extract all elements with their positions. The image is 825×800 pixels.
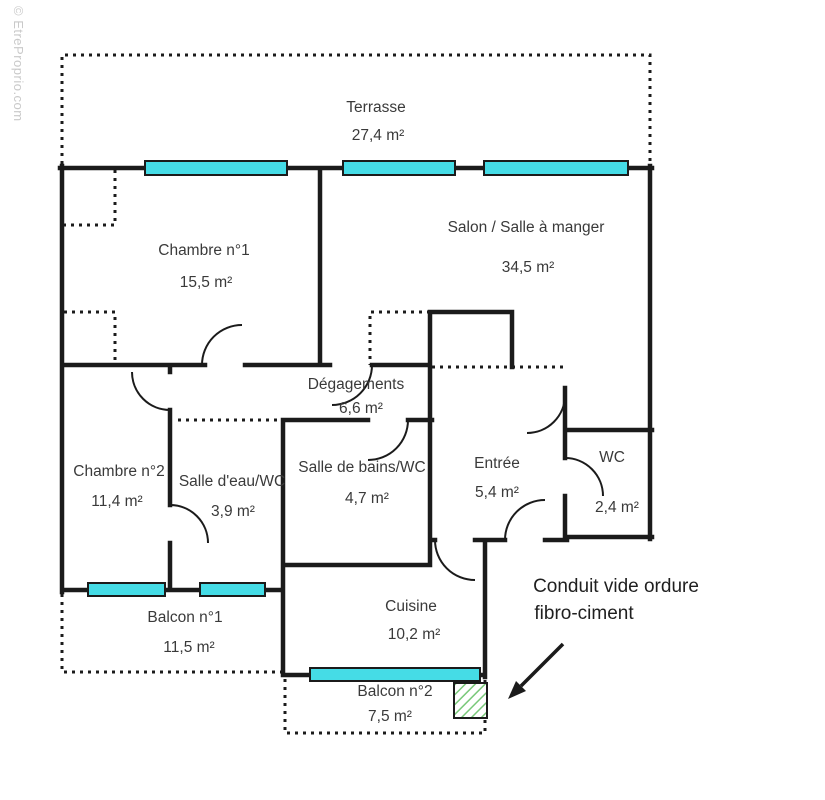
room-area-entree: 5,4 m²	[475, 484, 519, 501]
room-name-salon: Salon / Salle à manger	[448, 219, 605, 236]
room-area-chambre2: 11,4 m²	[91, 493, 142, 510]
annotation-arrow	[508, 642, 565, 699]
room-name-degagements: Dégagements	[308, 376, 405, 393]
room-name-chambre1: Chambre n°1	[158, 242, 250, 259]
room-area-cuisine: 10,2 m²	[388, 626, 441, 643]
room-labels: Terrasse 27,4 m² Chambre n°1 15,5 m² Sal…	[73, 99, 639, 725]
room-name-wc: WC	[599, 449, 625, 466]
room-name-salle-bains: Salle de bains/WC	[298, 459, 426, 476]
window	[144, 160, 288, 176]
window	[309, 667, 481, 682]
window	[199, 582, 266, 597]
room-name-chambre2: Chambre n°2	[73, 463, 165, 480]
arrow-head	[508, 681, 526, 699]
room-name-cuisine: Cuisine	[385, 598, 437, 615]
window	[342, 160, 456, 176]
room-area-degagements: 6,6 m²	[339, 400, 383, 417]
dotted-outlines	[60, 53, 652, 735]
windows	[87, 160, 629, 682]
room-name-balcon1: Balcon n°1	[147, 609, 222, 626]
room-name-salle-eau: Salle d'eau/WC	[179, 473, 285, 490]
door-arcs	[131, 324, 604, 581]
room-area-terrasse: 27,4 m²	[352, 127, 405, 144]
room-name-balcon2: Balcon n°2	[357, 683, 432, 700]
arrow-shaft	[519, 642, 565, 688]
room-area-salle-eau: 3,9 m²	[211, 503, 255, 520]
conduit-annotation: Conduit vide ordure fibro-ciment	[533, 576, 699, 624]
room-area-wc: 2,4 m²	[595, 499, 639, 516]
room-name-entree: Entrée	[474, 455, 520, 472]
room-area-chambre1: 15,5 m²	[180, 274, 233, 291]
annotation-line2: fibro-ciment	[534, 603, 634, 624]
room-name-terrasse: Terrasse	[346, 99, 405, 116]
window	[483, 160, 629, 176]
window	[87, 582, 166, 597]
walls	[57, 163, 655, 680]
room-area-balcon2: 7,5 m²	[368, 708, 412, 725]
room-area-salon: 34,5 m²	[502, 259, 555, 276]
room-area-salle-bains: 4,7 m²	[345, 490, 389, 507]
conduit-hatch-square	[453, 682, 488, 719]
room-area-balcon1: 11,5 m²	[163, 639, 214, 656]
annotation-line1: Conduit vide ordure	[533, 576, 699, 597]
